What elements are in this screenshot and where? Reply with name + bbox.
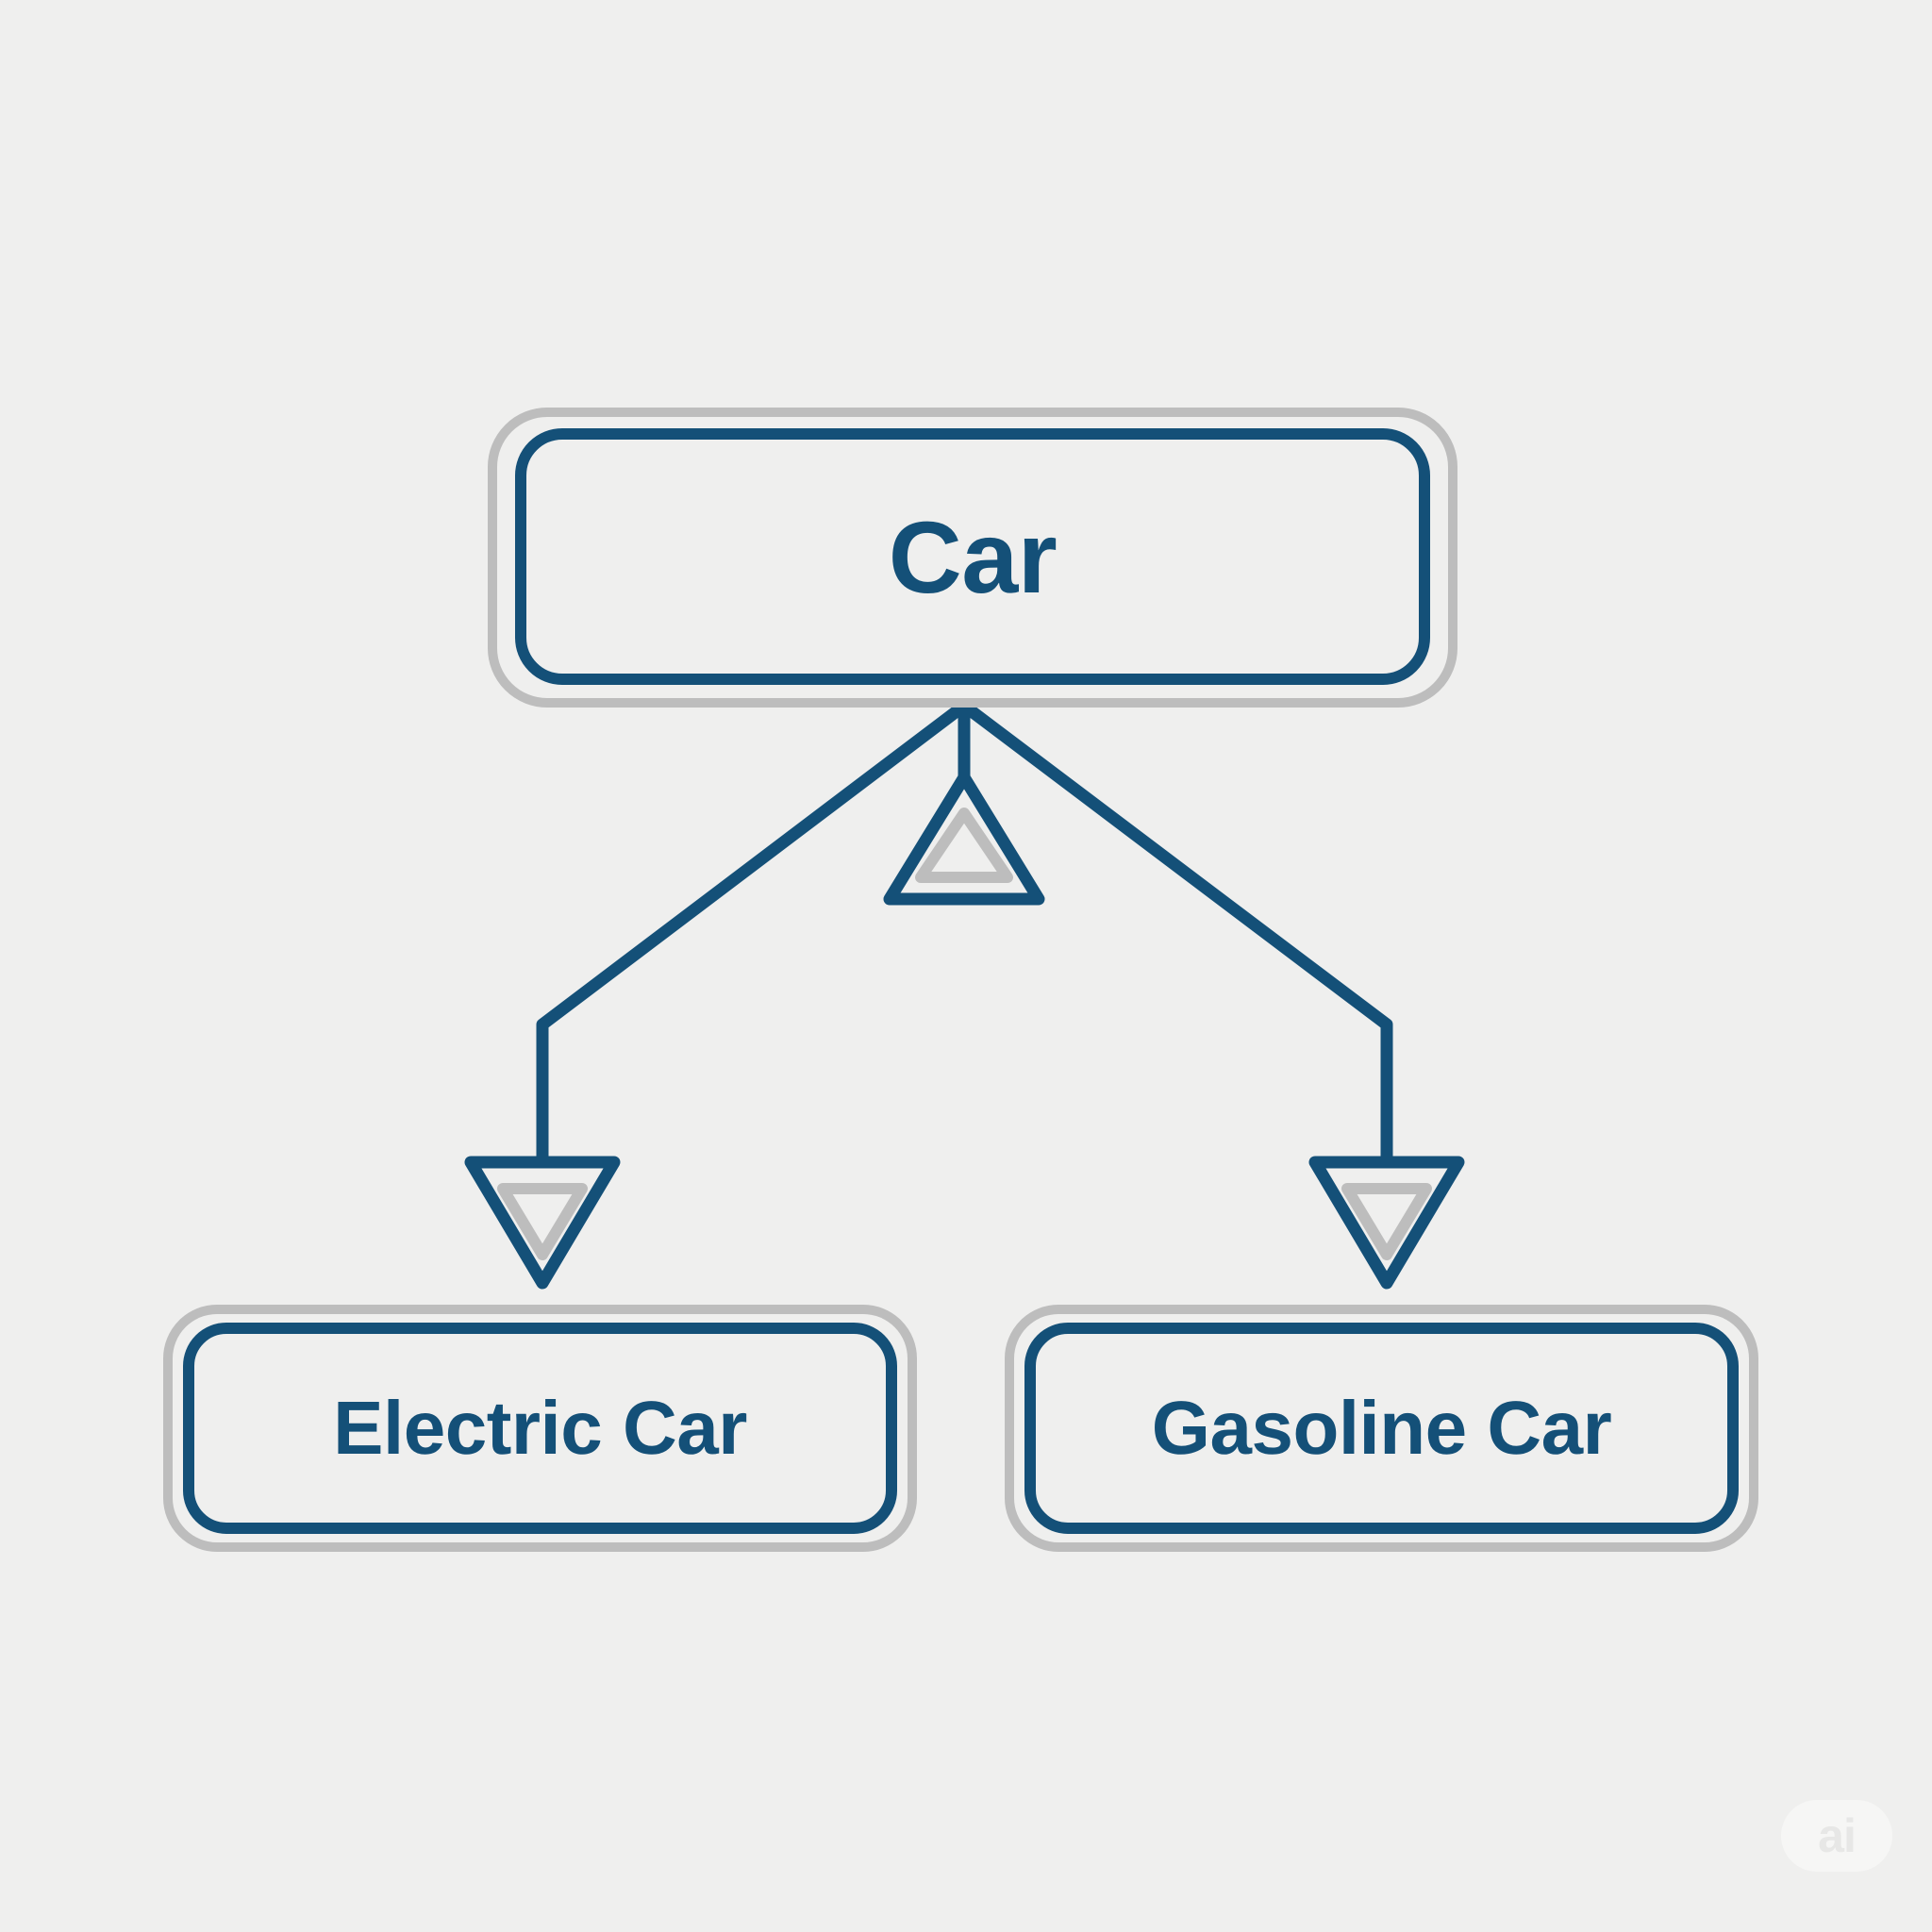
edge-car-electric-line[interactable] <box>536 699 971 1169</box>
marker-down-triangle-right <box>1308 1156 1465 1290</box>
node-car-label: Car <box>888 499 1058 614</box>
marker-down-triangle-left <box>464 1156 621 1290</box>
node-electric-car-inner-border <box>183 1323 897 1534</box>
connector-group <box>536 699 1393 1169</box>
ai-watermark-badge: ai <box>1781 1800 1892 1872</box>
marker-up-triangle <box>883 771 1045 906</box>
node-car-inner-border <box>515 428 1430 685</box>
node-electric-car-label: Electric Car <box>333 1386 747 1470</box>
marker-down-triangle-left-inner <box>497 1183 588 1260</box>
node-electric-car[interactable] <box>163 1305 917 1552</box>
ai-watermark-label: ai <box>1818 1809 1857 1862</box>
node-gasoline-car[interactable] <box>1005 1305 1758 1552</box>
edge-car-gasoline-line[interactable] <box>958 699 1393 1169</box>
node-gasoline-car-label: Gasoline Car <box>1151 1386 1612 1470</box>
marker-down-triangle-right-inner <box>1341 1183 1432 1260</box>
node-gasoline-car-inner-border <box>1024 1323 1739 1534</box>
node-car[interactable] <box>488 408 1457 708</box>
marker-up-triangle-inner <box>915 808 1013 883</box>
